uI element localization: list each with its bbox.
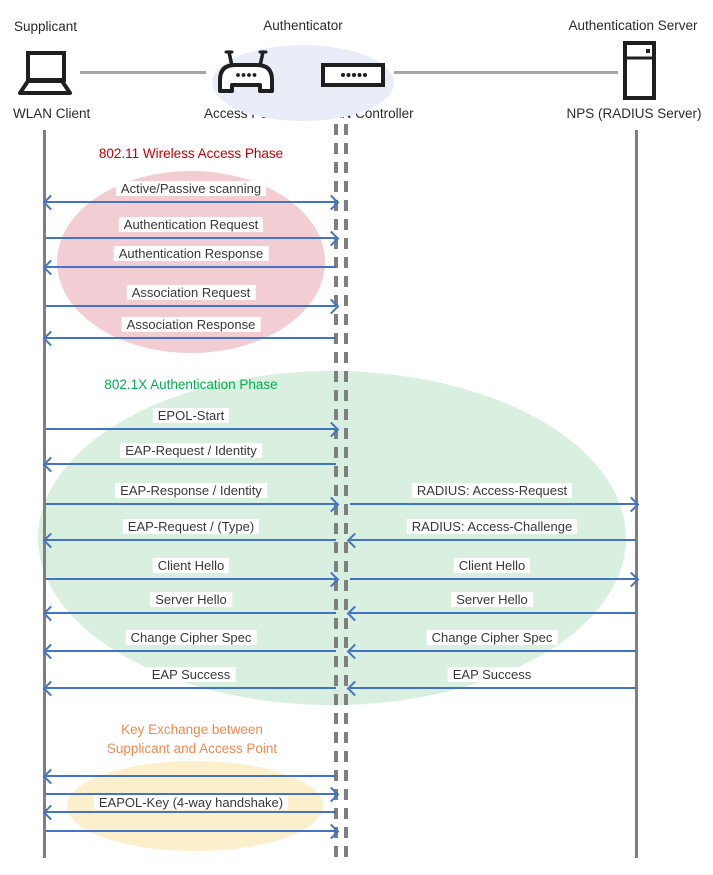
- label-nps-radius-server: NPS (RADIUS Server): [566, 106, 702, 121]
- phase-title-wireless-access: 802.11 Wireless Access Phase: [98, 146, 284, 161]
- message-label: Authentication Request: [118, 217, 264, 232]
- message-arrow: [46, 811, 336, 813]
- message-label: EAP-Response / Identity: [115, 483, 267, 498]
- phase-title-dot1x-authentication: 802.1X Authentication Phase: [104, 377, 278, 392]
- message-label: Authentication Response: [113, 246, 269, 261]
- message-arrow: [46, 337, 336, 339]
- message-label: EAP Success: [447, 667, 537, 682]
- message-label: RADIUS: Access-Challenge: [406, 519, 578, 534]
- message-label: Active/Passive scanning: [115, 181, 267, 196]
- server-icon: [622, 41, 658, 106]
- label-wlan-client: WLAN Client: [13, 106, 91, 121]
- message-label: Association Response: [121, 317, 261, 332]
- message-arrow: [350, 578, 636, 580]
- lifeline-auth-server: [635, 130, 638, 858]
- message-label: EAPOL-Key (4-way handshake): [93, 795, 289, 810]
- lifeline-authenticator-dashed-2: [344, 124, 348, 858]
- message-label: Server Hello: [150, 592, 232, 607]
- role-authentication-server: Authentication Server: [568, 18, 698, 33]
- message-arrow: [350, 539, 636, 541]
- lifeline-supplicant: [43, 130, 46, 858]
- message-label: Client Hello: [152, 558, 230, 573]
- message-arrow: [350, 612, 636, 614]
- message-label: Change Cipher Spec: [426, 630, 558, 645]
- message-arrow: [46, 687, 336, 689]
- phase-title-key-exchange-line2: Supplicant and Access Point: [106, 741, 278, 756]
- message-arrow: [46, 830, 336, 832]
- message-arrow: [46, 503, 336, 505]
- message-arrow: [46, 237, 336, 239]
- message-arrow: [46, 650, 336, 652]
- connector-line-left: [80, 71, 206, 74]
- role-authenticator: Authenticator: [263, 18, 343, 33]
- message-arrow: [46, 578, 336, 580]
- message-arrow: [46, 266, 336, 268]
- access-point-icon: [215, 48, 277, 99]
- message-arrow: [46, 793, 336, 795]
- role-supplicant: Supplicant: [14, 19, 78, 34]
- phase-ellipse-dot1x-authentication: [38, 371, 626, 705]
- message-arrow: [46, 305, 336, 307]
- message-arrow: [46, 612, 336, 614]
- lifeline-authenticator-dashed-1: [334, 124, 338, 858]
- message-arrow: [350, 687, 636, 689]
- message-label: Client Hello: [453, 558, 531, 573]
- message-arrow: [46, 201, 336, 203]
- message-label: EAP-Request / (Type): [122, 519, 260, 534]
- message-label: EAP Success: [146, 667, 236, 682]
- laptop-icon: [12, 50, 78, 103]
- message-arrow: [46, 463, 336, 465]
- wlan-controller-icon: [321, 63, 385, 92]
- connector-line-right: [394, 71, 618, 74]
- message-label: EPOL-Start: [152, 408, 230, 423]
- message-arrow: [350, 503, 636, 505]
- message-arrow: [350, 650, 636, 652]
- message-arrow: [46, 539, 336, 541]
- message-label: EAP-Request / Identity: [120, 443, 262, 458]
- message-arrow: [46, 428, 336, 430]
- message-label: RADIUS: Access-Request: [411, 483, 573, 498]
- message-label: Change Cipher Spec: [125, 630, 257, 645]
- message-label: Server Hello: [451, 592, 533, 607]
- message-arrow: [46, 775, 336, 777]
- phase-title-key-exchange-line1: Key Exchange between: [121, 722, 263, 737]
- message-label: Association Request: [126, 285, 256, 300]
